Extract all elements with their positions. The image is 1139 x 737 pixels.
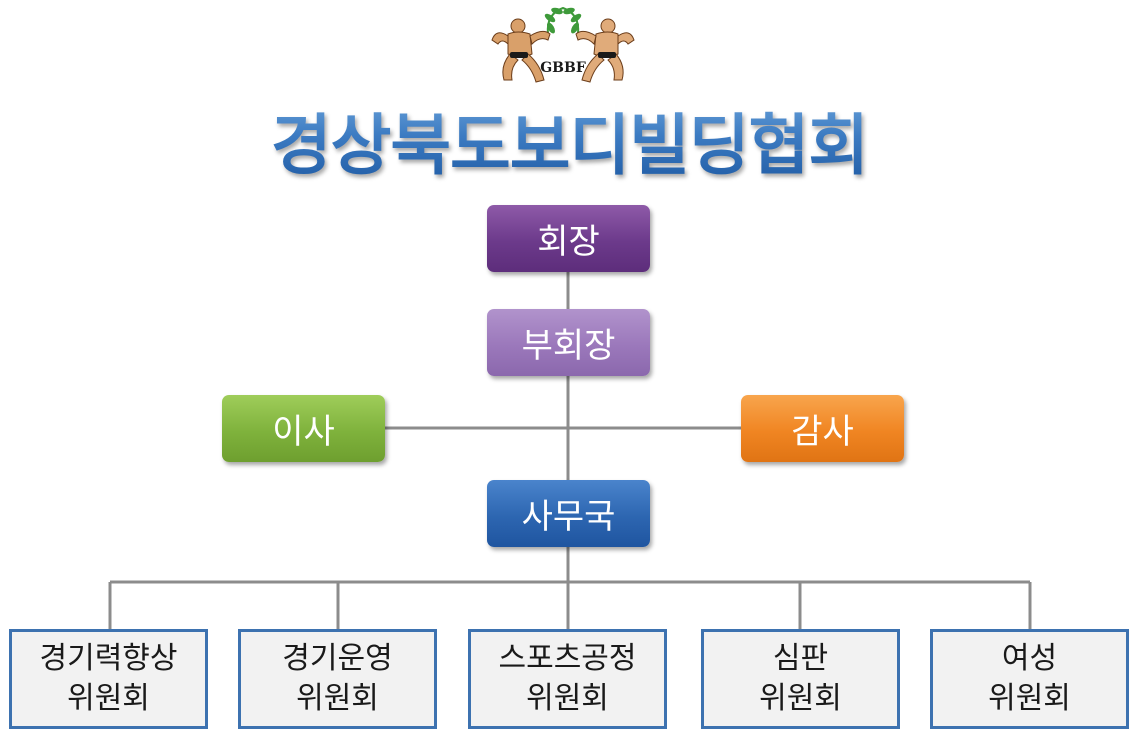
auditor-label: 감사: [791, 412, 854, 452]
vice-president-label: 부회장: [521, 326, 616, 366]
director-box: 이사: [222, 395, 385, 462]
logo-text: GBBF: [540, 60, 586, 76]
committee-suffix: 위원회: [988, 681, 1071, 716]
committee-name: 심판: [772, 641, 829, 676]
committee-competitiveness: 경기력향상 위원회: [9, 629, 208, 729]
secretariat-label: 사무국: [521, 497, 616, 537]
committee-name: 경기운영: [282, 641, 393, 676]
gbbf-logo: GBBF: [491, 6, 635, 83]
committee-women: 여성 위원회: [930, 629, 1129, 729]
committee-competition-operations: 경기운영 위원회: [238, 629, 437, 729]
committee-suffix: 위원회: [67, 681, 150, 716]
committee-name: 여성: [1001, 641, 1058, 676]
page-title: 경상북도보디빌딩협회: [0, 92, 1139, 188]
committee-referee: 심판 위원회: [701, 629, 900, 729]
president-box: 회장: [487, 205, 650, 272]
president-label: 회장: [537, 222, 600, 262]
secretariat-box: 사무국: [487, 480, 650, 547]
committee-sports-fairness: 스포츠공정 위원회: [468, 629, 667, 729]
committee-suffix: 위원회: [526, 681, 609, 716]
committee-name: 경기력향상: [39, 641, 178, 676]
committee-name: 스포츠공정: [498, 641, 637, 676]
director-label: 이사: [272, 412, 335, 452]
auditor-box: 감사: [741, 395, 904, 462]
committee-suffix: 위원회: [296, 681, 379, 716]
committee-suffix: 위원회: [759, 681, 842, 716]
vice-president-box: 부회장: [487, 309, 650, 376]
